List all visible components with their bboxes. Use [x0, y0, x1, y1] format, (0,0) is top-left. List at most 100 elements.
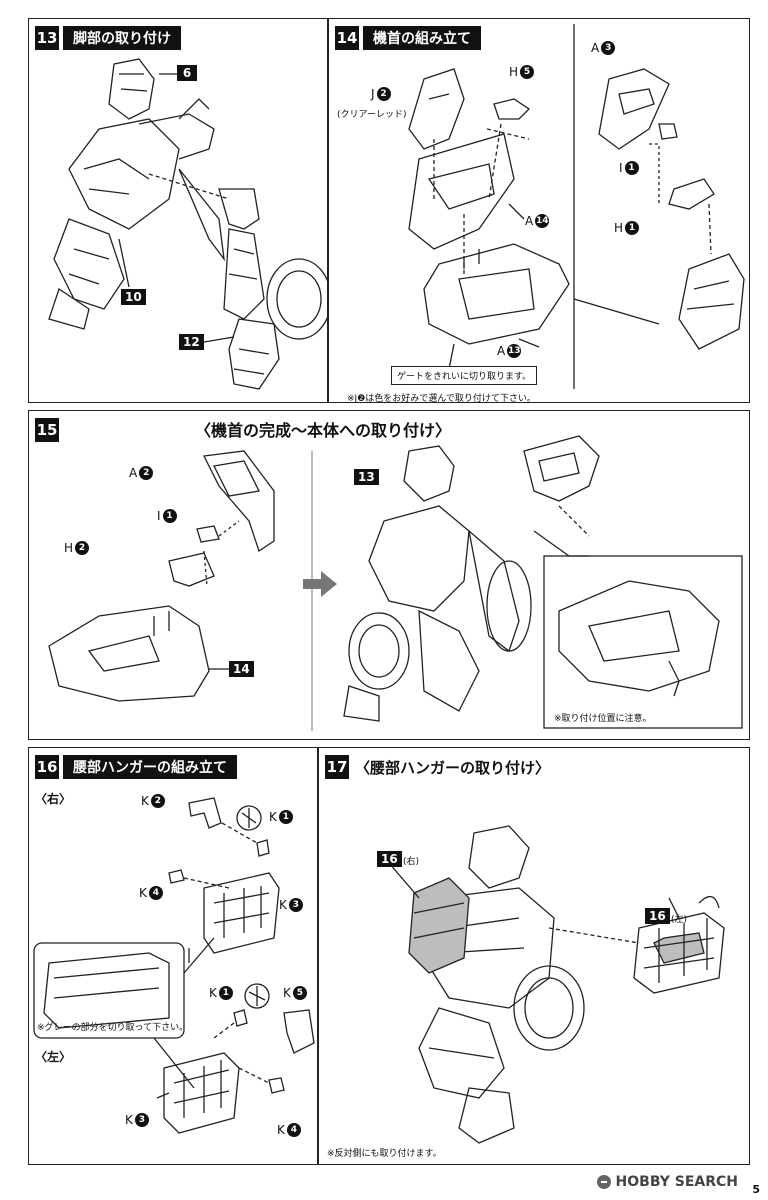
step-13-title: 脚部の取り付け	[63, 26, 181, 50]
position-note: ※取り付け位置に注意。	[554, 714, 652, 724]
label-i1-letter: I	[619, 161, 623, 175]
label-k3-right: K 3	[279, 898, 303, 912]
step-13-number: 13	[35, 26, 59, 50]
label-a14-num: 14	[535, 214, 550, 228]
label-i1-num: 1	[624, 161, 639, 175]
label-k5: K 5	[283, 986, 307, 1000]
label-k4-left-letter: K	[277, 1123, 285, 1137]
label-a14: A 14	[525, 214, 550, 228]
label-k3-left-num: 3	[134, 1113, 149, 1127]
step-15-number: 15	[35, 418, 59, 442]
left-hanger-callout: 16	[645, 908, 670, 924]
label-a14-letter: A	[525, 214, 534, 228]
step-17-header: 17 〈腰部ハンガーの取り付け〉	[325, 754, 550, 780]
gray-cut-note: ※グレーの部分を切り取って下さい。	[37, 1023, 189, 1033]
waist-hanger-attach-illustration	[388, 825, 725, 1144]
step-14-title: 機首の組み立て	[363, 26, 481, 50]
step-14-number: 14	[335, 26, 359, 50]
label-k1-right-letter: K	[269, 810, 277, 824]
label-h2: H 2	[64, 541, 90, 555]
label-i1-s15-num: 1	[162, 509, 177, 523]
label-h1-num: 1	[625, 221, 640, 235]
label-k4-left: K 4	[277, 1123, 301, 1137]
step-16-panel: 16 腰部ハンガーの組み立て 〈右〉 〈左〉	[28, 747, 318, 1165]
leg-attach-illustration	[48, 58, 327, 390]
label-k1-right: K 1	[269, 810, 293, 824]
step-16-number: 16	[35, 755, 59, 779]
label-h2-letter: H	[64, 541, 74, 555]
right-side-label: 〈右〉	[35, 792, 72, 806]
label-a13-num: 13	[507, 344, 522, 358]
label-j2-num: 2	[376, 87, 391, 101]
label-h5: H 5	[509, 65, 535, 79]
step-13-header: 13 脚部の取り付け	[35, 25, 181, 51]
label-h1-letter: H	[614, 221, 624, 235]
step-17-title: 〈腰部ハンガーの取り付け〉	[355, 758, 551, 777]
label-i1-s15-letter: I	[157, 509, 161, 523]
left-side-label: 〈左〉	[35, 1050, 72, 1064]
label-k4-right: K 4	[139, 886, 163, 900]
label-a3: A 3	[591, 41, 616, 55]
label-a2-num: 2	[139, 466, 154, 480]
right-hanger-tag: (右)	[403, 857, 420, 867]
step-16-title: 腰部ハンガーの組み立て	[63, 755, 237, 779]
label-k3-left: K 3	[125, 1113, 149, 1127]
label-k2-letter: K	[141, 794, 149, 808]
left-hanger-tag: (左)	[671, 915, 688, 925]
clear-red-note: (クリアーレッド)	[337, 110, 407, 120]
step-15-panel: 15 〈機首の完成～本体への取り付け〉	[28, 410, 750, 740]
gate-cut-note: ゲートをきれいに切り取ります。	[391, 366, 538, 385]
label-k4-left-num: 4	[286, 1123, 301, 1137]
nose-completion-illustration	[48, 435, 743, 731]
label-k1-right-num: 1	[278, 810, 293, 824]
label-a3-letter: A	[591, 41, 600, 55]
part-callout-12: 12	[179, 334, 204, 350]
label-i1: I 1	[619, 161, 639, 175]
label-k4-right-letter: K	[139, 886, 147, 900]
label-k4-right-num: 4	[148, 886, 163, 900]
step-17-number: 17	[325, 755, 349, 779]
label-j2-letter: J	[371, 87, 375, 101]
label-a3-num: 3	[601, 41, 616, 55]
label-k5-letter: K	[283, 986, 291, 1000]
label-k5-num: 5	[292, 986, 307, 1000]
right-hanger-callout: 16	[377, 851, 402, 867]
label-k3-right-num: 3	[288, 898, 303, 912]
part-callout-10: 10	[121, 289, 146, 305]
label-k3-left-letter: K	[125, 1113, 133, 1127]
label-a13-letter: A	[497, 344, 506, 358]
label-k3-right-letter: K	[279, 898, 287, 912]
waist-hanger-assembly-illustration	[33, 797, 315, 1134]
label-k1-left: K 1	[209, 986, 233, 1000]
step-13-panel: 13 脚部の取り付け	[28, 18, 328, 403]
label-h2-num: 2	[75, 541, 90, 555]
label-a2: A 2	[129, 466, 154, 480]
other-side-note: ※反対側にも取り付けます。	[327, 1149, 442, 1159]
page-number: 5	[752, 1183, 760, 1196]
label-j2: J 2	[371, 87, 391, 101]
hobby-search-watermark: HOBBY SEARCH	[596, 1174, 738, 1190]
label-k1-left-num: 1	[218, 986, 233, 1000]
part-callout-13: 13	[354, 469, 379, 485]
step-17-panel: 17 〈腰部ハンガーの取り付け〉 16 (右)	[318, 747, 750, 1165]
step-14-panel: 14 機首の組み立て	[328, 18, 750, 403]
label-h5-num: 5	[520, 65, 535, 79]
step-16-header: 16 腰部ハンガーの組み立て	[35, 754, 237, 780]
hobby-search-brand: HOBBY SEARCH	[615, 1174, 738, 1190]
step-15-title: 〈機首の完成～本体への取り付け〉	[195, 421, 452, 440]
nose-assembly-illustration	[408, 24, 745, 389]
proceed-arrow-icon	[303, 571, 337, 597]
part-callout-6: 6	[177, 65, 197, 81]
label-k2-num: 2	[150, 794, 165, 808]
label-i1-s15: I 1	[157, 509, 177, 523]
part-callout-14: 14	[229, 661, 254, 677]
label-a13: A 13	[497, 344, 522, 358]
step-14-header: 14 機首の組み立て	[335, 25, 481, 51]
label-a2-letter: A	[129, 466, 138, 480]
step-15-header: 15	[35, 417, 59, 443]
label-h5-letter: H	[509, 65, 519, 79]
color-choice-note: ※J❷は色をお好みで選んで取り付けて下さい。	[347, 394, 536, 403]
label-k1-left-letter: K	[209, 986, 217, 1000]
hobby-search-logo-icon	[596, 1175, 611, 1189]
label-h1: H 1	[614, 221, 640, 235]
